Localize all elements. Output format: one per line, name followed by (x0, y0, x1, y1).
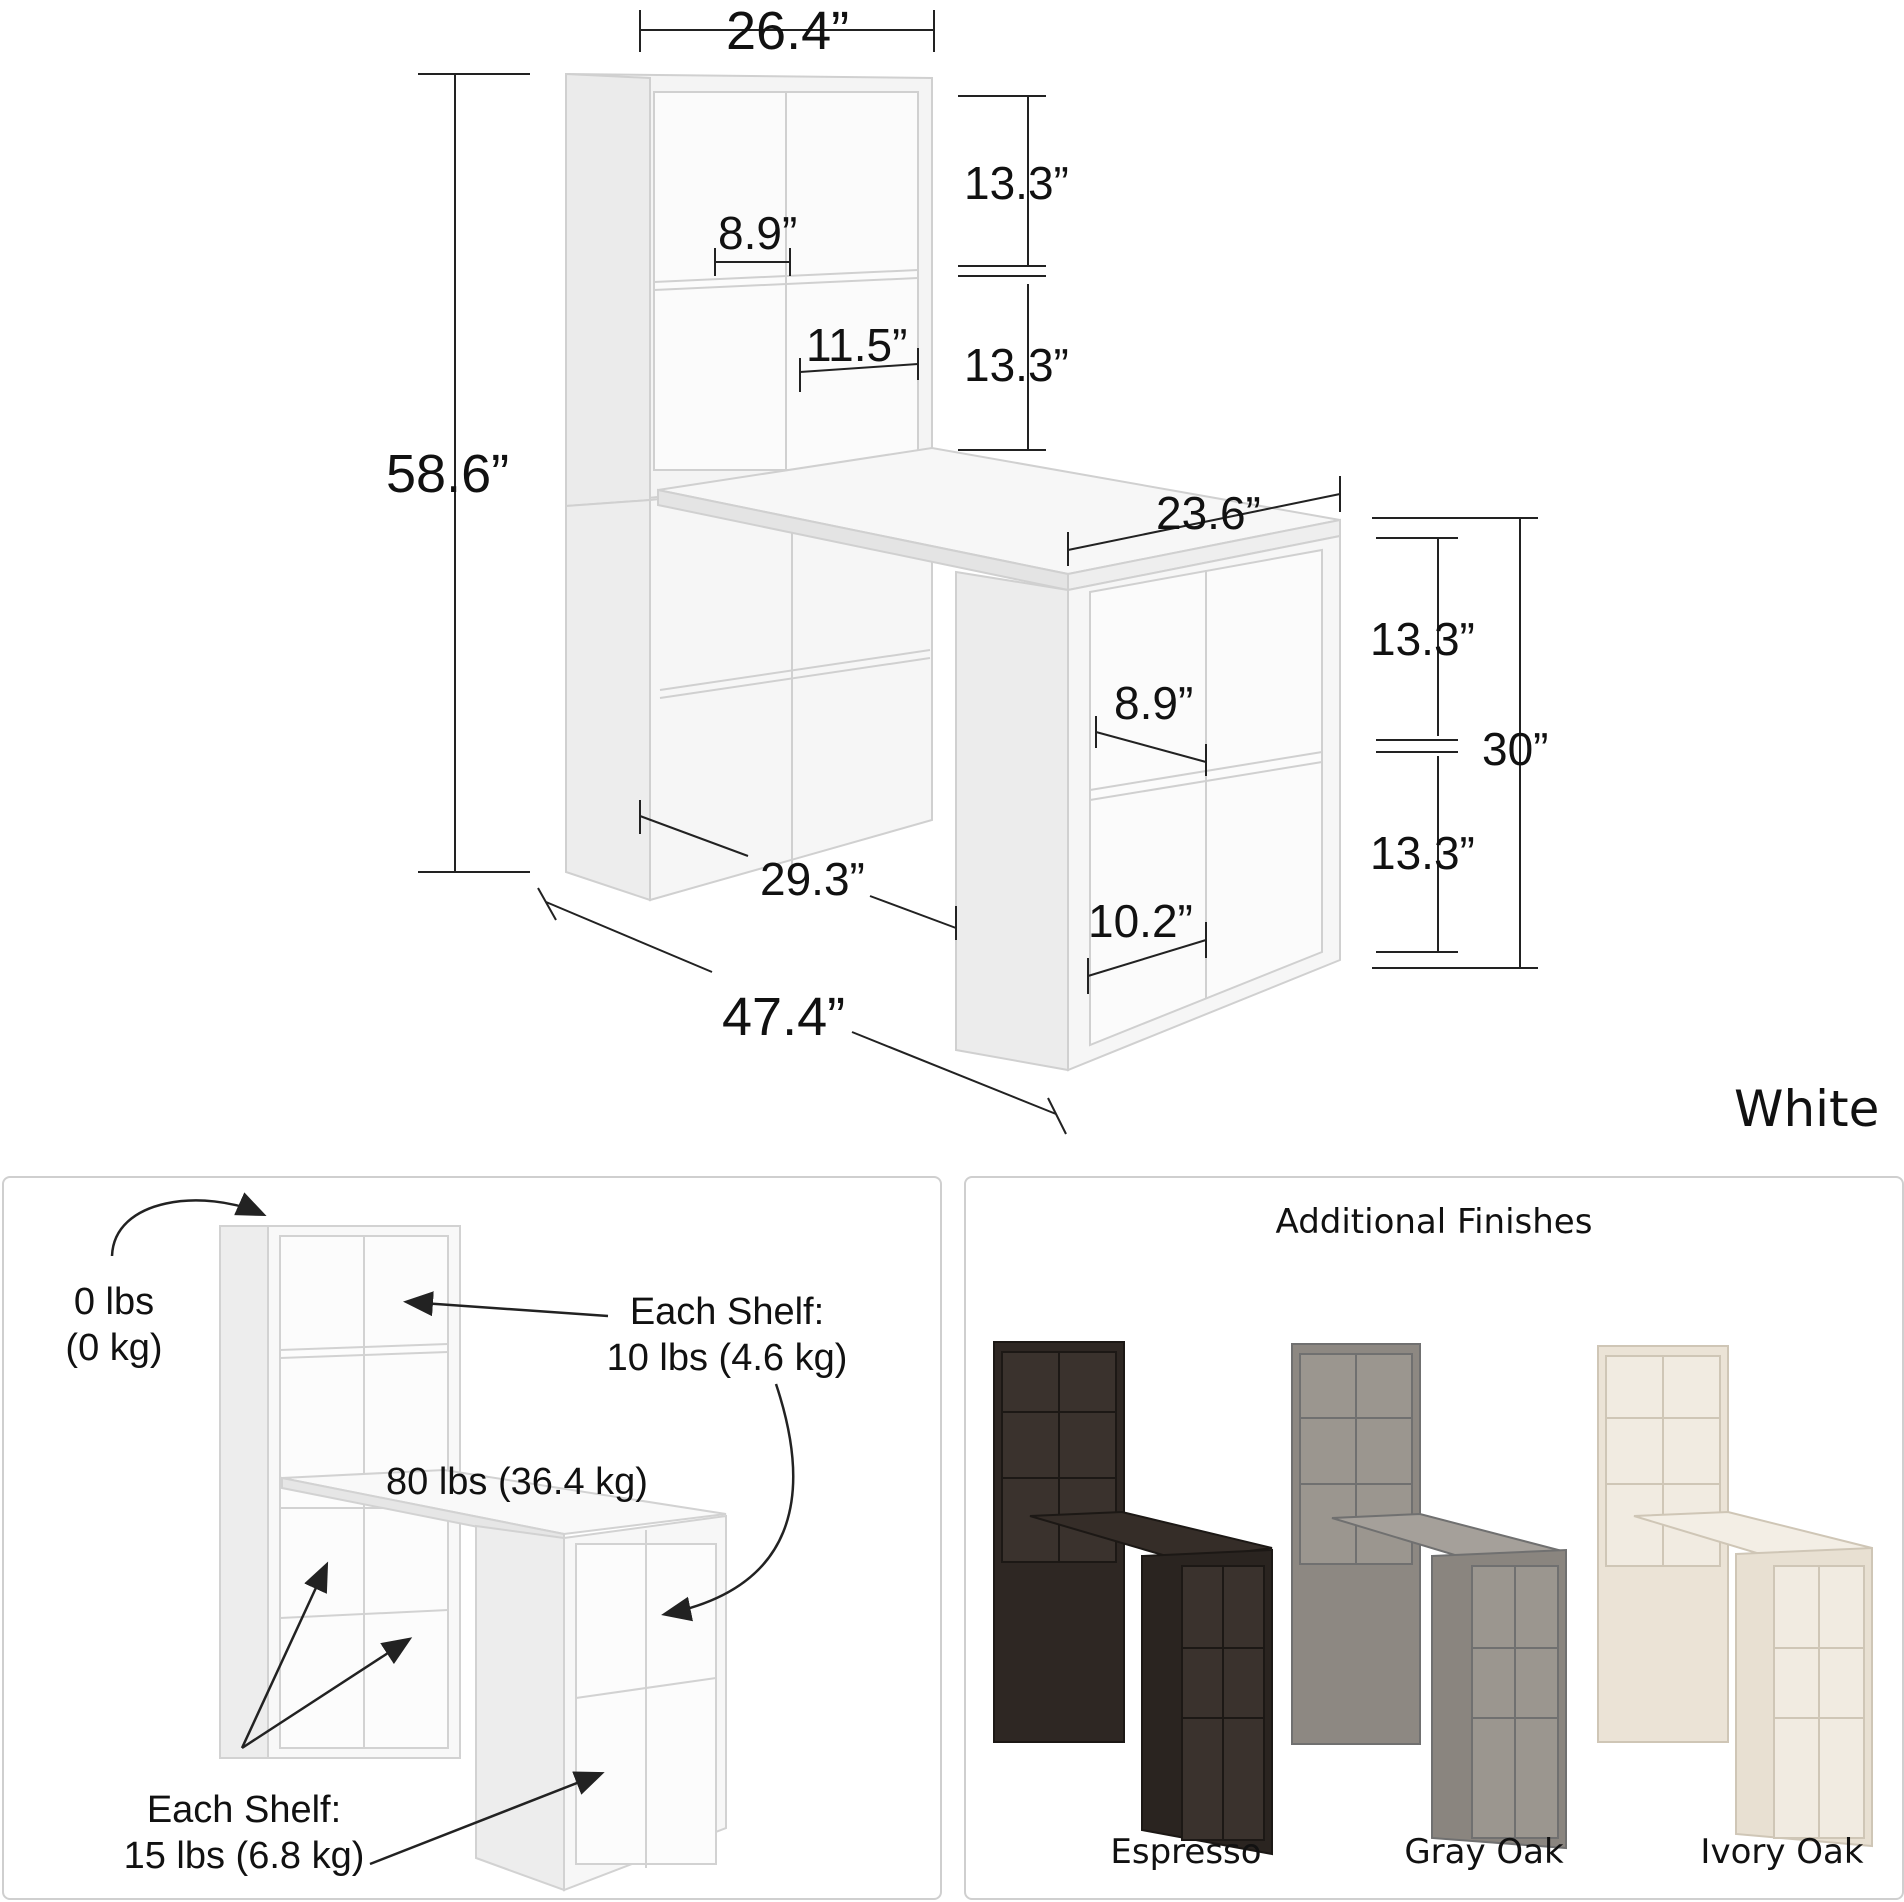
finish-espresso-label: Espresso (1110, 1832, 1262, 1872)
total-length-label: 47.4” (722, 987, 846, 1047)
top-width-label: 26.4” (726, 1, 850, 61)
desktop-load-label: 80 lbs (36.4 kg) (386, 1461, 648, 1503)
hutch-tower (565, 72, 933, 902)
upper-cube-height-1-label: 13.3” (964, 157, 1069, 209)
top-load-label: 0 lbs (0 kg) (54, 1280, 174, 1371)
additional-finishes-panel: Additional Finishes (964, 1176, 1904, 1900)
lower-cube-height-2-label: 13.3” (1370, 827, 1475, 879)
ivory-oak-desk (1597, 1345, 1873, 1848)
upper-shelf-load-label: Each Shelf: 10 lbs (4.6 kg) (592, 1290, 862, 1381)
lower-shelf-title: Each Shelf: (146, 1789, 342, 1831)
desk-depth-label: 23.6” (1156, 487, 1261, 539)
weight-diagram (110, 1192, 795, 1892)
finish-ivory-oak-label: Ivory Oak (1700, 1832, 1864, 1872)
upper-shelf-weight: 10 lbs (4.6 kg) (606, 1336, 848, 1379)
total-height-label: 58.6” (386, 444, 510, 504)
upper-cube-width-label: 8.9” (718, 207, 798, 259)
finishes-title: Additional Finishes (1275, 1202, 1593, 1242)
top-load-kg: (0 kg) (65, 1326, 163, 1369)
right-pedestal (955, 534, 1341, 1072)
lower-cube-height-1-label: 13.3” (1370, 613, 1475, 665)
upper-cube-depth-label: 11.5” (806, 319, 908, 371)
espresso-desk (993, 1341, 1273, 1856)
gray-oak-desk (1291, 1343, 1567, 1850)
finish-gray-oak-label: Gray Oak (1404, 1832, 1564, 1872)
upper-cube-height-2-label: 13.3” (964, 339, 1069, 391)
lower-cube-width-label: 8.9” (1114, 677, 1194, 729)
top-load-lbs: 0 lbs (73, 1281, 155, 1323)
weight-capacity-panel: 0 lbs (0 kg) Each Shelf: 10 lbs (4.6 kg)… (2, 1176, 942, 1900)
color-label: White (1734, 1080, 1880, 1138)
lower-shelf-weight: 15 lbs (6.8 kg) (123, 1834, 365, 1877)
dimension-diagram (418, 10, 1538, 1135)
dimension-lines (418, 10, 1538, 1135)
finish-swatches (993, 1341, 1873, 1856)
upper-shelf-title: Each Shelf: (629, 1291, 825, 1333)
lower-cube-depth-label: 10.2” (1088, 895, 1193, 947)
desk-span-label: 29.3” (760, 853, 865, 905)
lower-shelf-load-label: Each Shelf: 15 lbs (6.8 kg) (104, 1788, 384, 1879)
desk-height-label: 30” (1482, 723, 1549, 775)
